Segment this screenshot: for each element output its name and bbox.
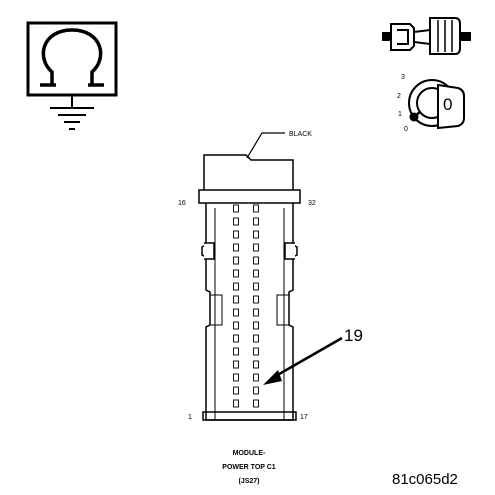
- pin-cavity: [233, 269, 239, 278]
- pin-cavity: [233, 230, 239, 239]
- ignition-position-2: 2: [397, 93, 401, 100]
- test-lead-probe-icon: [382, 17, 471, 55]
- callout-pin-number: 19: [344, 326, 363, 345]
- pin-cavity: [233, 256, 239, 265]
- pin-cavity: [233, 399, 239, 408]
- pin-cavity: [233, 282, 239, 291]
- ignition-position-1: 1: [398, 111, 402, 118]
- pin-cavity: [233, 360, 239, 369]
- ignition-position-3: 3: [401, 74, 405, 81]
- pin-cavity: [253, 386, 259, 395]
- pin-cavity: [253, 256, 259, 265]
- ignition-position-0: 0: [404, 126, 408, 133]
- connector-housing: [198, 154, 301, 421]
- pin-cavity: [233, 243, 239, 252]
- caption-line-3: (JS27): [238, 478, 259, 485]
- color-leader-line: [246, 132, 285, 159]
- ohmmeter-symbol-icon: [26, 21, 118, 130]
- pin-cavity: [233, 373, 239, 382]
- pin-cavity: [253, 295, 259, 304]
- pin-cavity: [253, 321, 259, 330]
- pin-cavity: [253, 334, 259, 343]
- connector-color-label: BLACK: [289, 131, 312, 138]
- pin-cavity: [253, 347, 259, 356]
- pin-cavity: [253, 217, 259, 226]
- pin-cavity: [233, 204, 239, 213]
- caption-line-2: POWER TOP C1: [222, 464, 276, 471]
- callout-arrow: [263, 336, 343, 385]
- pin-cavity: [253, 269, 259, 278]
- pin-cavity-array: [233, 204, 259, 408]
- ignition-key-label: 0: [443, 95, 452, 114]
- pin-cavity: [233, 308, 239, 317]
- pin-cavity: [233, 386, 239, 395]
- pin-cavity: [233, 347, 239, 356]
- pin-label-1: 1: [188, 414, 192, 421]
- figure-id: 81c065d2: [392, 471, 458, 488]
- pin-cavity: [253, 282, 259, 291]
- pin-cavity: [233, 295, 239, 304]
- ignition-switch-key-icon: [408, 79, 465, 130]
- pin-cavity: [253, 230, 259, 239]
- pin-cavity: [233, 321, 239, 330]
- pin-cavity: [253, 373, 259, 382]
- pin-label-17: 17: [300, 414, 308, 421]
- pin-label-32: 32: [308, 200, 316, 207]
- pin-cavity: [253, 308, 259, 317]
- pin-cavity: [233, 217, 239, 226]
- pin-cavity: [253, 360, 259, 369]
- pin-cavity: [253, 204, 259, 213]
- pin-cavity: [233, 334, 239, 343]
- pin-label-16: 16: [178, 200, 186, 207]
- caption-line-1: MODULE-: [233, 450, 266, 457]
- pin-cavity: [253, 399, 259, 408]
- pin-cavity: [253, 243, 259, 252]
